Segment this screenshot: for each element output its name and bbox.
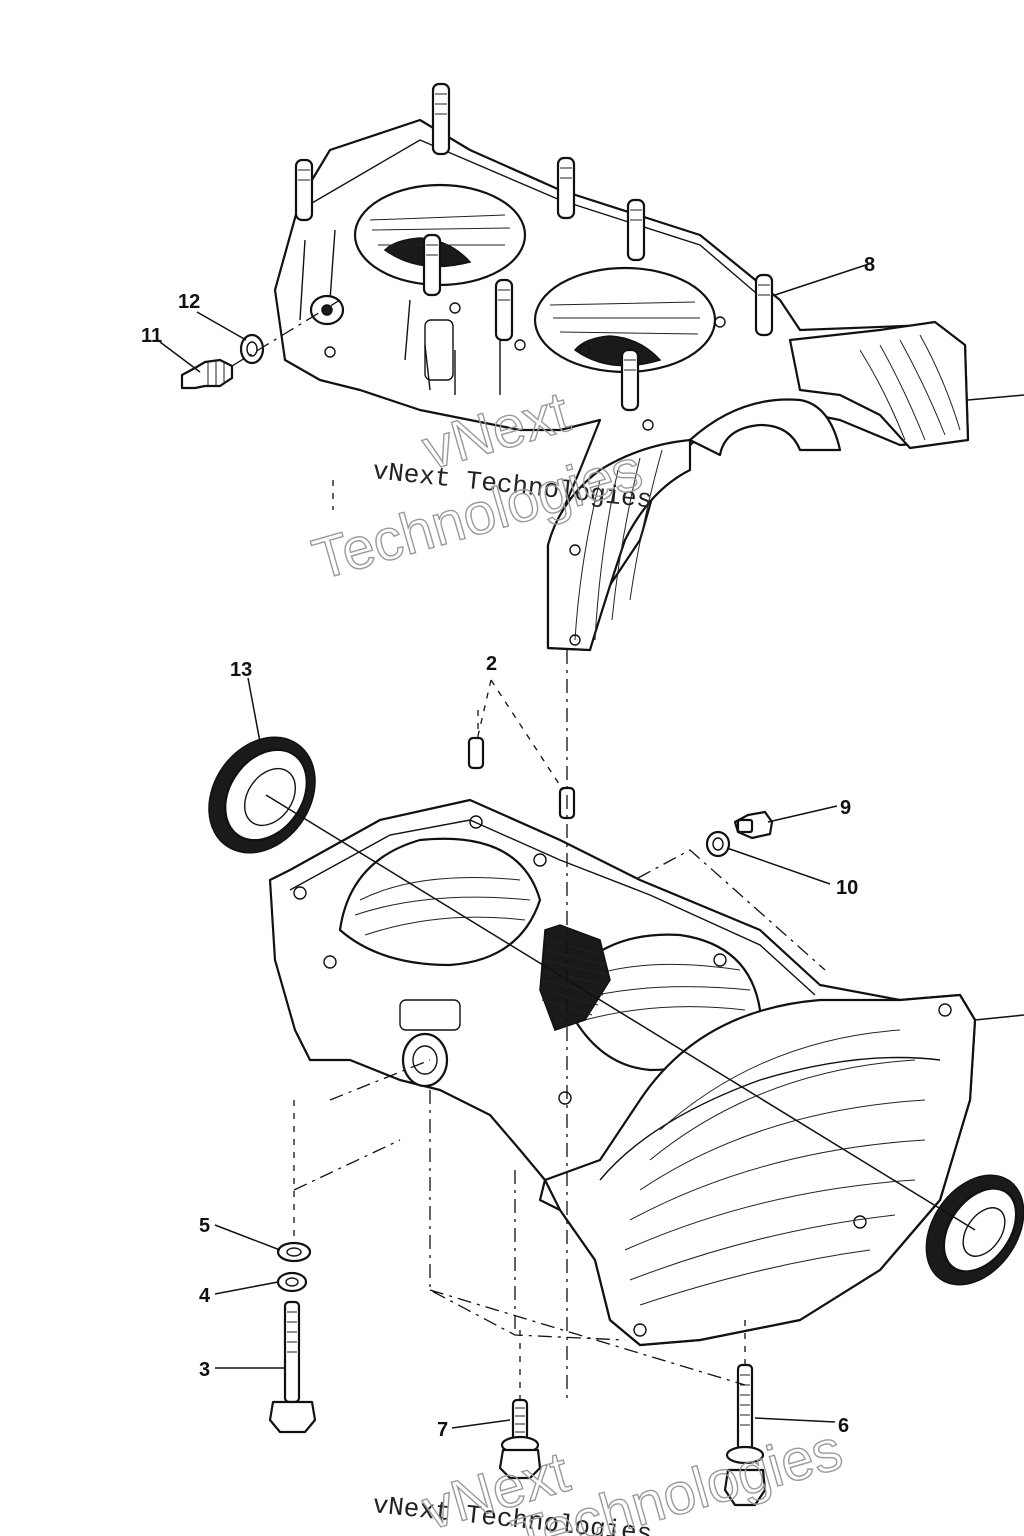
lower-crankcase bbox=[268, 798, 977, 1347]
bolt-3 bbox=[268, 1300, 317, 1434]
callout-9: 9 bbox=[840, 797, 851, 819]
cylinder-studs bbox=[294, 82, 774, 412]
lock-washer-12 bbox=[239, 333, 265, 365]
upper-crankcase bbox=[273, 82, 970, 652]
callout-10: 10 bbox=[836, 877, 858, 899]
bolt-9 bbox=[733, 810, 774, 840]
bolt-6 bbox=[723, 1363, 767, 1507]
callout-6: 6 bbox=[838, 1415, 849, 1437]
leader-lines bbox=[159, 262, 1024, 1429]
alignment-lines bbox=[231, 299, 976, 1400]
callout-3: 3 bbox=[199, 1359, 210, 1381]
callout-12: 12 bbox=[178, 291, 200, 313]
callout-2: 2 bbox=[486, 653, 497, 675]
washer-5 bbox=[276, 1241, 312, 1263]
callout-labels: 2 3 4 5 6 7 8 9 10 11 12 13 bbox=[141, 254, 875, 1441]
callout-7: 7 bbox=[437, 1419, 448, 1441]
callout-4: 4 bbox=[199, 1285, 211, 1307]
lock-washer-10 bbox=[705, 830, 731, 858]
callout-13: 13 bbox=[230, 659, 252, 681]
lock-washer-4 bbox=[276, 1271, 308, 1293]
oil-seal-left bbox=[208, 736, 316, 854]
callout-8: 8 bbox=[864, 254, 875, 276]
bolt-7 bbox=[498, 1398, 542, 1480]
callout-5: 5 bbox=[199, 1215, 210, 1237]
oil-fitting bbox=[180, 358, 234, 390]
callout-11: 11 bbox=[141, 325, 162, 347]
